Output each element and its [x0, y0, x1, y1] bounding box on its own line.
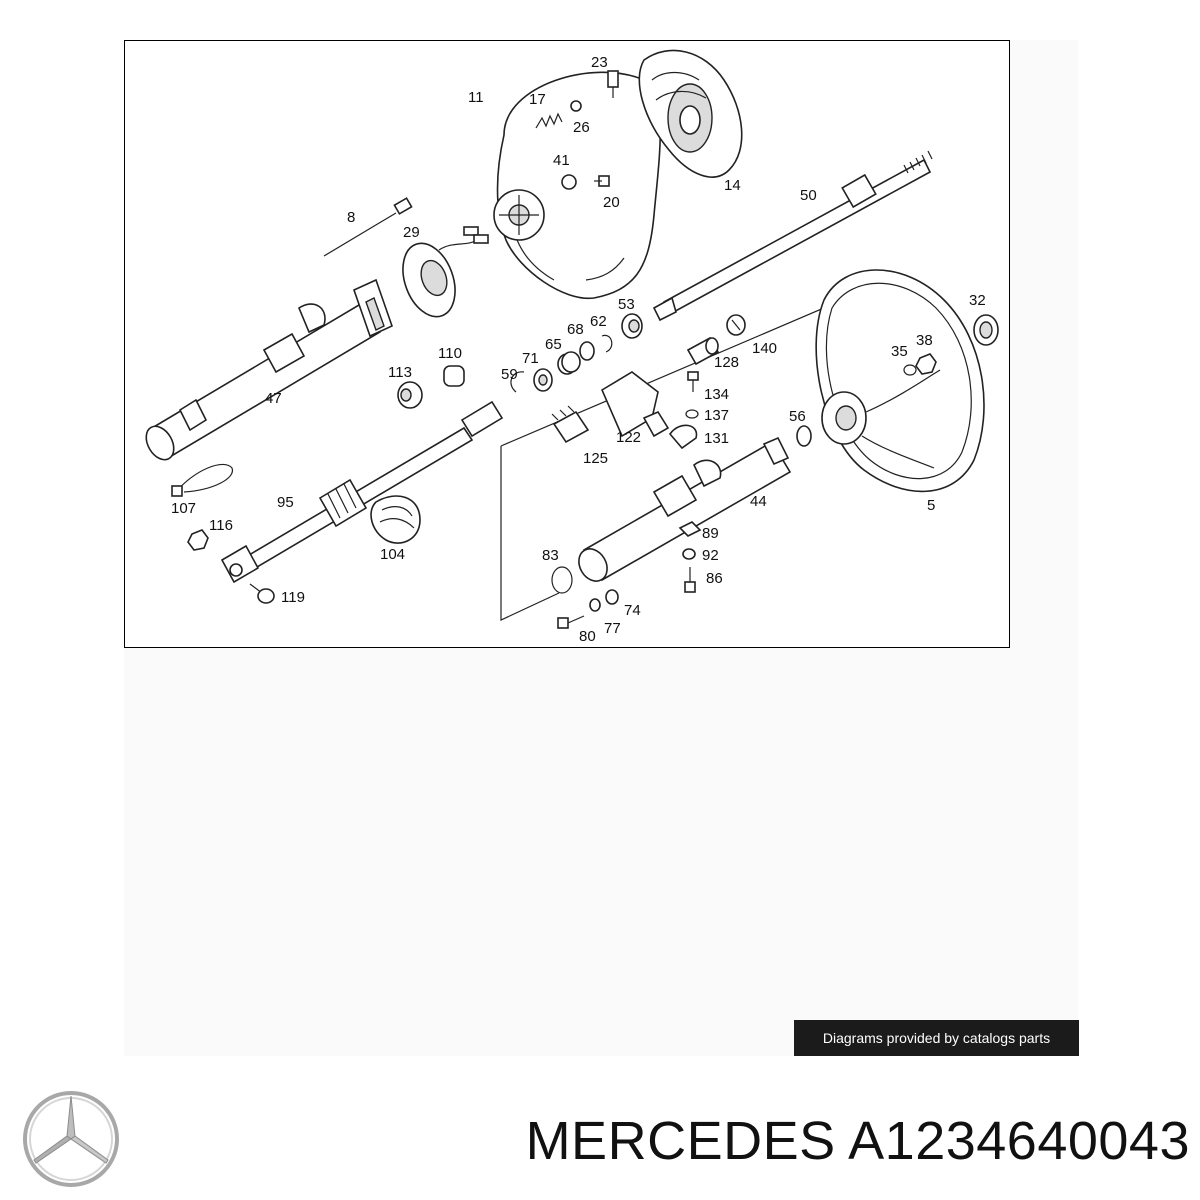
callout-131: 131: [704, 430, 729, 447]
callout-17: 17: [529, 91, 546, 108]
callout-125: 125: [583, 450, 608, 467]
callout-110: 110: [438, 345, 462, 362]
callout-38: 38: [916, 332, 933, 349]
part-71-ring: [533, 368, 553, 392]
part-131-clamp: [668, 424, 698, 450]
callout-122: 122: [616, 429, 641, 446]
part-116-nut: [187, 529, 209, 551]
callout-71: 71: [522, 350, 539, 367]
part-92-washer: [682, 548, 696, 560]
part-74-washer: [605, 589, 619, 605]
callout-116: 116: [209, 517, 233, 534]
part-89-bush: [678, 521, 702, 537]
part-44-lower-jacket: [578, 436, 792, 582]
part-95-intermediate-shaft: [242, 400, 504, 572]
part-56-ring: [796, 425, 812, 447]
part-65-bush: [557, 351, 581, 375]
callout-128: 128: [714, 354, 739, 371]
part-8-contact-pin: [323, 197, 413, 257]
part-number-title: MERCEDES A1234640043: [525, 1111, 1190, 1171]
part-32-emblem: [973, 314, 999, 346]
callout-29: 29: [403, 224, 420, 241]
mercedes-star-icon: [23, 1091, 119, 1187]
callout-56: 56: [789, 408, 806, 425]
callout-53: 53: [618, 296, 635, 313]
part-62-clip: [601, 334, 613, 353]
part-47-jacket-tube: [145, 278, 393, 461]
part-137-washer: [685, 409, 699, 419]
part-23-screw: [607, 70, 619, 98]
part-107-cable-tie: [171, 463, 233, 497]
group-boundary-line: [500, 446, 560, 621]
part-59-circlip: [510, 371, 525, 393]
part-universal-joint: [220, 544, 260, 584]
part-53-bearing: [621, 313, 643, 339]
callout-62: 62: [590, 313, 607, 330]
callout-104: 104: [380, 546, 405, 563]
part-38-nut: [915, 353, 937, 375]
part-104-boot: [370, 495, 421, 544]
callout-119: 119: [281, 589, 305, 606]
callout-77: 77: [604, 620, 621, 637]
callout-47: 47: [265, 390, 282, 407]
part-125-connector: [551, 405, 590, 444]
part-17-spring: [535, 112, 563, 129]
callout-113: 113: [388, 364, 412, 381]
part-20-screw: [594, 175, 610, 187]
part-134-screw: [687, 371, 699, 392]
part-35-washer: [903, 364, 917, 376]
callout-83: 83: [542, 547, 559, 564]
callout-107: 107: [171, 500, 196, 517]
part-29-slip-ring: [402, 226, 489, 318]
part-122-switch-housing: [600, 371, 670, 438]
callout-20: 20: [603, 194, 620, 211]
callout-23: 23: [591, 54, 608, 71]
callout-74: 74: [624, 602, 641, 619]
part-68-ring: [579, 341, 595, 361]
callout-59: 59: [501, 366, 518, 383]
callout-11: 11: [468, 89, 484, 106]
part-83-o-ring: [551, 566, 573, 594]
part-14-contact-plate: [638, 49, 743, 178]
callout-137: 137: [704, 407, 729, 424]
part-113-bush: [397, 381, 423, 409]
callout-92: 92: [702, 547, 719, 564]
callout-86: 86: [706, 570, 723, 587]
part-140-bush: [726, 314, 746, 336]
callout-89: 89: [702, 525, 719, 542]
callout-44: 44: [750, 493, 767, 510]
callout-32: 32: [969, 292, 986, 309]
callout-68: 68: [567, 321, 584, 338]
callout-65: 65: [545, 336, 562, 353]
callout-80: 80: [579, 628, 596, 645]
callout-50: 50: [800, 187, 817, 204]
part-77-washer: [589, 598, 601, 612]
part-86-bolt: [684, 567, 696, 593]
part-11-airbag-module: [493, 71, 661, 300]
callout-134: 134: [704, 386, 729, 403]
callout-5: 5: [927, 497, 935, 514]
part-110-bush: [443, 365, 465, 387]
callout-35: 35: [891, 343, 908, 360]
callout-8: 8: [347, 209, 355, 226]
callout-26: 26: [573, 119, 590, 136]
part-5-steering-wheel: [815, 269, 985, 493]
part-80-bolt: [557, 615, 585, 629]
callout-95: 95: [277, 494, 294, 511]
steering-column-exploded-diagram: 23 11 17 26 41 20 14 50 8 29 53 62 68 65…: [145, 49, 999, 645]
part-119-bolt: [249, 583, 275, 604]
callout-14: 14: [724, 177, 741, 194]
credit-badge: Diagrams provided by catalogs parts: [794, 1020, 1079, 1056]
callout-140: 140: [752, 340, 777, 357]
callout-41: 41: [553, 152, 570, 169]
part-128-switch: [686, 336, 720, 366]
part-50-steering-shaft: [652, 150, 933, 322]
